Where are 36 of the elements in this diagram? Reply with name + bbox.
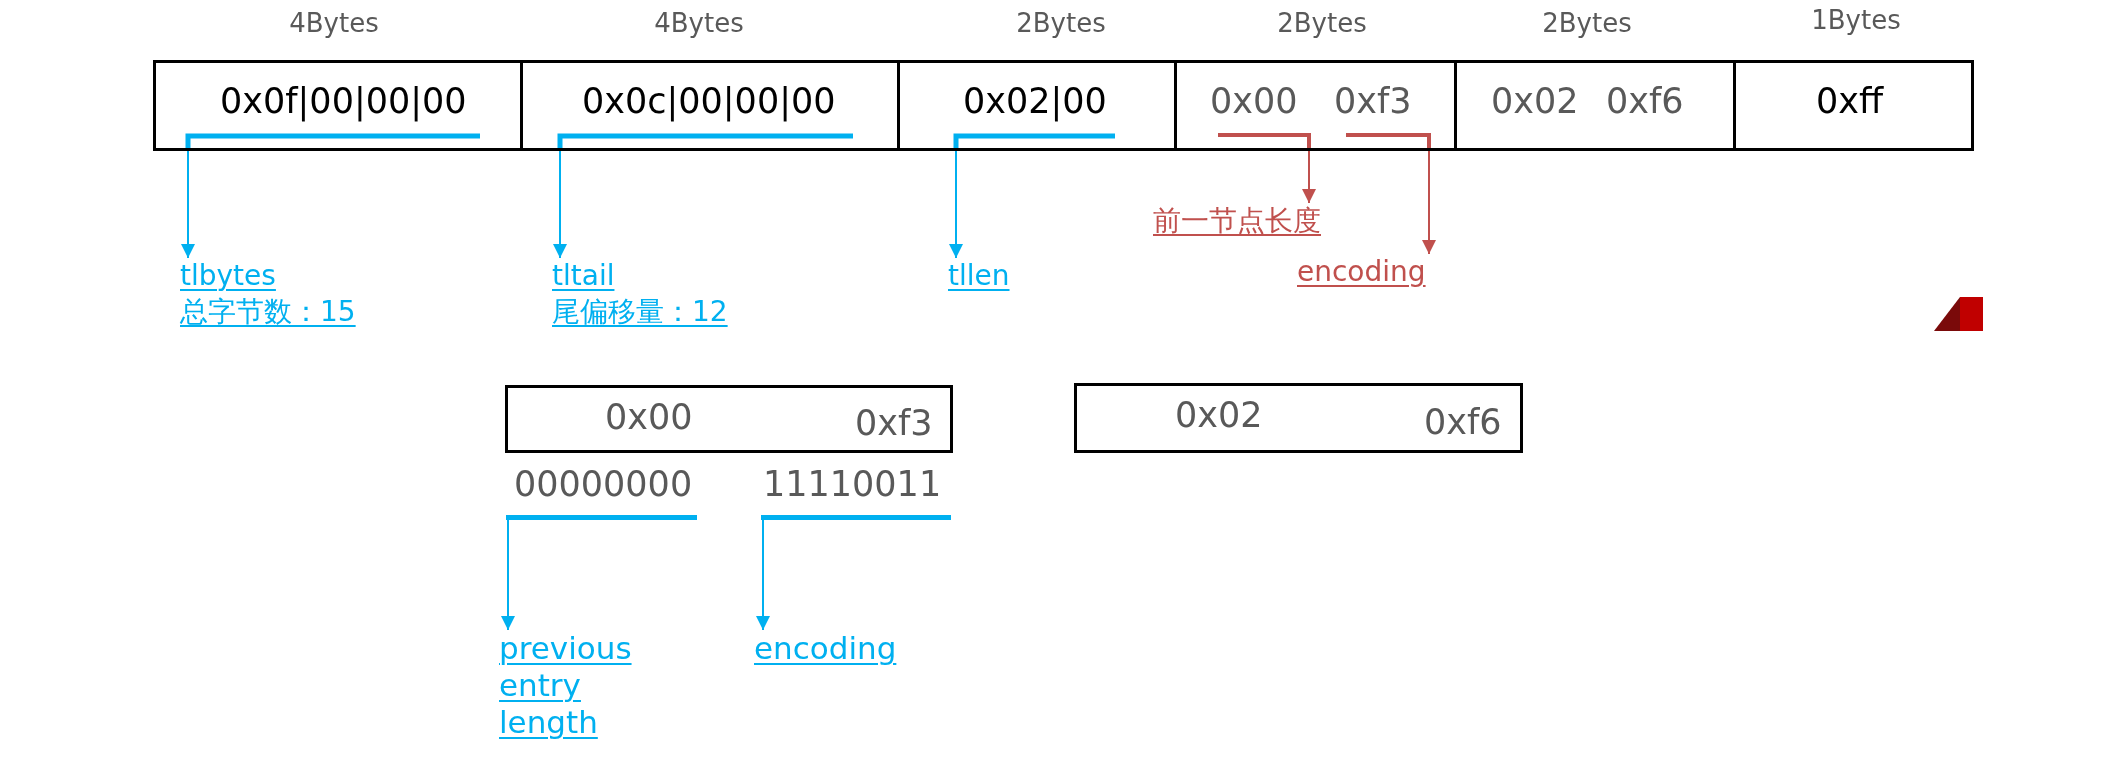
size-label: 4Bytes	[654, 8, 744, 38]
field-box	[152, 59, 523, 151]
field-label: tllen	[948, 258, 1010, 294]
binary-value: 00000000	[506, 467, 697, 520]
hex-value: 0x00	[1210, 83, 1298, 119]
arrow	[501, 519, 515, 631]
hex-value: 0x00	[605, 399, 693, 435]
arrow	[553, 149, 567, 259]
size-label: 2Bytes	[1277, 8, 1367, 38]
size-label: 1Bytes	[1811, 5, 1901, 35]
arrow	[181, 149, 195, 259]
hex-value: 0xff	[1816, 83, 1884, 119]
size-label: 2Bytes	[1016, 8, 1106, 38]
arrow	[756, 519, 770, 631]
field-label: encoding	[1297, 254, 1426, 290]
field-label: 前一节点长度	[1153, 203, 1321, 239]
binary-value: 11110011	[761, 467, 951, 520]
size-label: 4Bytes	[289, 8, 379, 38]
field-label: 尾偏移量：12	[552, 294, 728, 330]
hex-value: 0xf6	[1606, 83, 1684, 119]
hex-value: 0x02	[1175, 397, 1263, 433]
field-label: tlbytes	[180, 258, 277, 294]
field-label: encoding	[754, 630, 897, 667]
hex-value: 0x02	[1491, 83, 1579, 119]
field-label: 总字节数：15	[180, 294, 356, 330]
byte-box	[1073, 382, 1523, 453]
byte-box	[504, 384, 953, 453]
hex-value: 0xf6	[1424, 404, 1502, 440]
arrow	[1422, 149, 1436, 255]
size-label: 2Bytes	[1542, 8, 1632, 38]
arrow	[949, 149, 963, 259]
field-label: tltail	[552, 258, 616, 294]
field-label: previous entry length	[499, 630, 649, 741]
arrow	[1302, 149, 1316, 204]
hex-value: 0xf3	[855, 405, 933, 441]
hex-value: 0xf3	[1334, 83, 1412, 119]
